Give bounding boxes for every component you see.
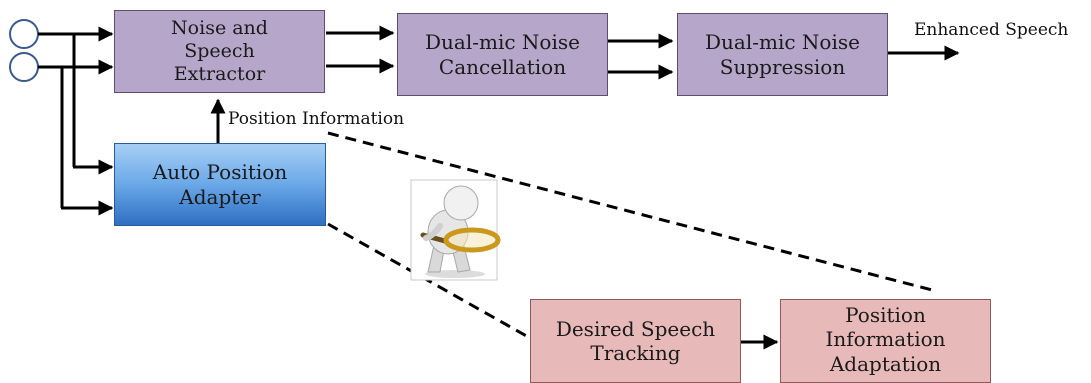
cancellation-line-1: Dual-mic Noise [425,30,580,55]
cancellation-line-2: Cancellation [438,54,567,79]
extractor-to-cancellation-arrows [326,25,395,74]
noise-speech-extractor-block: Noise and Speech Extractor [114,10,325,93]
auto-position-adapter-block: Auto Position Adapter [114,143,326,226]
tracking-line-2: Tracking [590,341,681,365]
suppression-line-2: Suppression [719,54,846,79]
magnifying-glass-person-icon [410,179,501,281]
desired-speech-tracking-block: Desired Speech Tracking [530,299,741,383]
dual-mic-noise-cancellation-block: Dual-mic Noise Cancellation [397,13,608,96]
mic-2-icon [9,52,39,82]
mic2-to-adapter-arrow [60,67,114,216]
cancellation-to-suppression-arrows [608,33,674,80]
mic-1-icon [9,19,39,49]
tracking-line-1: Desired Speech [555,316,716,341]
position-information-label: Position Information [228,109,405,129]
zoom-dashed-line-upper [327,131,933,292]
extractor-line-3: Extractor [173,63,266,86]
extractor-line-2: Speech [184,39,255,62]
adaptation-line-1: Position [845,303,926,327]
adaptation-line-2: Information [825,327,946,352]
dual-mic-noise-suppression-block: Dual-mic Noise Suppression [677,13,888,96]
extractor-line-1: Noise and [171,16,268,39]
adapter-line-2: Adapter [179,184,261,209]
adaptation-line-3: Adaptation [829,351,942,376]
enhanced-speech-label: Enhanced Speech [914,20,1069,40]
position-information-adaptation-block: Position Information Adaptation [780,299,991,383]
suppression-line-1: Dual-mic Noise [705,30,860,55]
mic1-to-adapter-arrow [72,34,114,175]
zoom-dashed-line-lower [327,222,531,340]
adapter-line-1: Auto Position [152,160,288,185]
